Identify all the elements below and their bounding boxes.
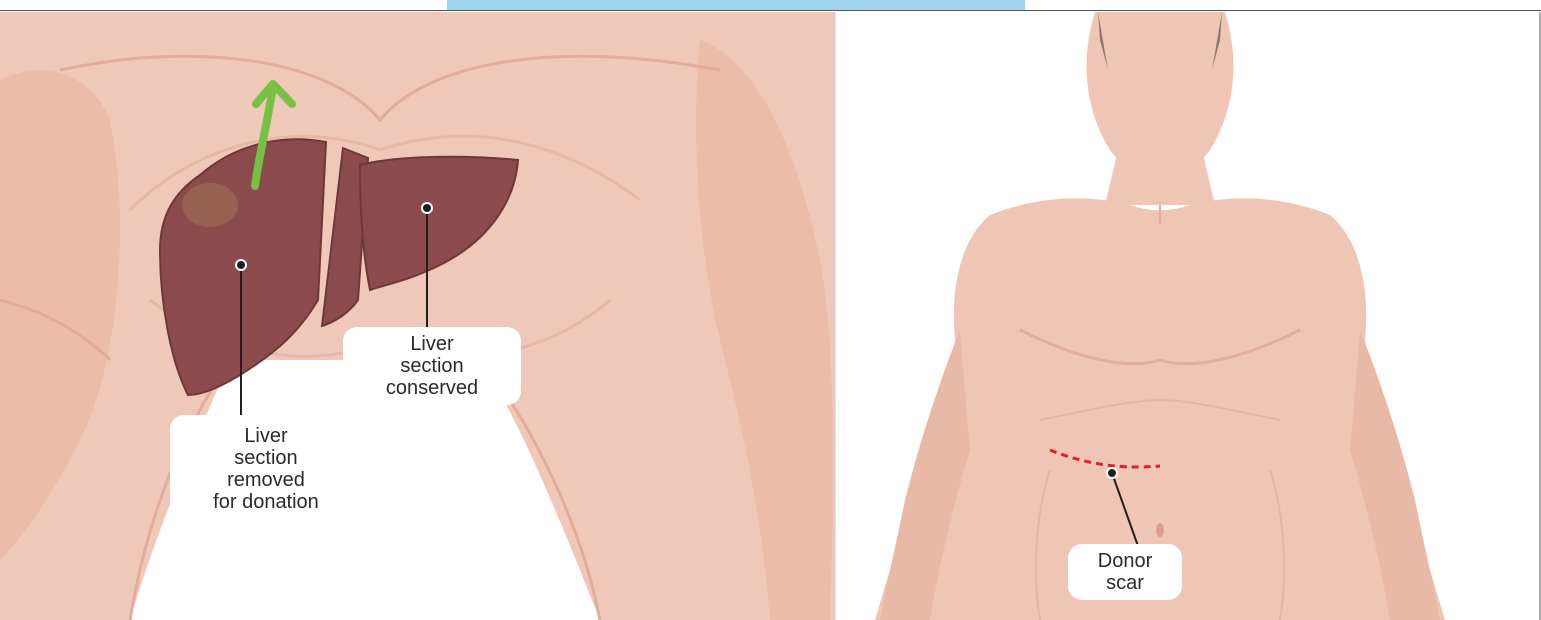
label-liver-removed: Liver section removed for donation (170, 415, 362, 523)
left-torso-panel (0, 12, 835, 620)
right-body-panel (835, 12, 1541, 620)
neck (1105, 150, 1215, 205)
label-liver-conserved: Liver section conserved (343, 327, 521, 405)
label-donor-scar: Donor scar (1068, 544, 1182, 600)
